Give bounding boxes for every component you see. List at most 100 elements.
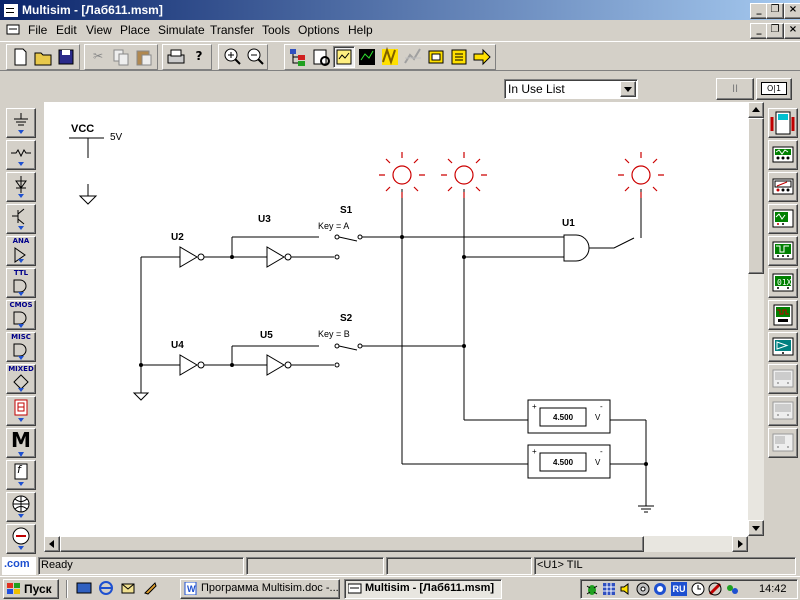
open-folder-icon[interactable]: [32, 46, 54, 68]
menu-help[interactable]: Help: [348, 23, 373, 37]
database-icon[interactable]: [310, 46, 332, 68]
wattmeter-icon[interactable]: [768, 172, 798, 202]
disc-icon[interactable]: [636, 582, 650, 596]
show-desktop-icon[interactable]: [76, 580, 92, 594]
taskbar-item-word-doc[interactable]: W Программа Multisim.doc -...: [180, 579, 340, 599]
quick-launch-icon[interactable]: [142, 580, 157, 595]
messenger-icon[interactable]: [725, 582, 739, 596]
grapher-icon[interactable]: [356, 46, 378, 68]
component-tree-icon[interactable]: [287, 46, 309, 68]
taskbar-item-multisim[interactable]: Multisim - [Лаб611.msm]: [344, 579, 502, 599]
menu-transfer[interactable]: Transfer: [210, 23, 255, 37]
u3-gate: [266, 246, 285, 268]
copy-icon[interactable]: [110, 46, 132, 68]
rf-palette-button[interactable]: [6, 492, 36, 522]
start-button[interactable]: Пуск: [3, 579, 59, 599]
zoom-in-icon[interactable]: [221, 46, 243, 68]
network-icon[interactable]: [653, 582, 667, 596]
menu-options[interactable]: Options: [298, 23, 340, 37]
doc-restore-button[interactable]: ❐: [766, 23, 784, 39]
voltmeter1-display: [539, 407, 587, 427]
word-generator-icon[interactable]: 01X: [768, 268, 798, 298]
misc-digital-palette-button[interactable]: MISC: [6, 332, 36, 362]
voltmeter1-minus: -: [600, 402, 603, 411]
ttl-palette-button[interactable]: TTL: [6, 268, 36, 298]
schematic-canvas[interactable]: VCC 5V U2 U3 S1 Key = A U1 U4 U5 S2 Key …: [44, 102, 748, 536]
word-doc-icon: W: [184, 582, 197, 595]
list-icon[interactable]: [448, 46, 470, 68]
electromechanical-palette-button[interactable]: [6, 524, 36, 554]
paste-icon[interactable]: [133, 46, 155, 68]
menu-edit[interactable]: Edit: [56, 23, 77, 37]
logic-converter-icon[interactable]: [768, 332, 798, 362]
mixed-palette-button[interactable]: MIXED: [6, 364, 36, 394]
mixed-palette-label: MIXED: [8, 365, 34, 373]
analog-palette-button[interactable]: ANA: [6, 236, 36, 266]
bode-plotter-icon[interactable]: [768, 236, 798, 266]
menu-place[interactable]: Place: [120, 23, 151, 37]
cmos-palette-button[interactable]: CMOS: [6, 300, 36, 330]
s2-label: S2: [340, 313, 353, 324]
outlook-express-icon[interactable]: [120, 580, 135, 594]
menu-view[interactable]: View: [86, 23, 112, 37]
basic-palette-button[interactable]: [6, 140, 36, 170]
oscilloscope-icon[interactable]: [768, 204, 798, 234]
waveform-icon[interactable]: [379, 46, 401, 68]
s2-contact-c: [334, 362, 340, 368]
chevron-down-icon[interactable]: [620, 81, 636, 97]
logic-analyzer-icon[interactable]: [768, 300, 798, 330]
multimeter-icon[interactable]: [768, 108, 798, 138]
close-button[interactable]: ×: [784, 3, 800, 19]
cut-icon[interactable]: ✂: [92, 49, 104, 63]
voltmeter1-value: 4.500: [553, 413, 574, 422]
doc-close-button[interactable]: ×: [784, 23, 800, 39]
misc-palette-button[interactable]: M: [6, 428, 36, 458]
new-file-icon[interactable]: [9, 46, 31, 68]
controls-palette-button[interactable]: f: [6, 460, 36, 490]
function-generator-icon[interactable]: [768, 140, 798, 170]
pause-simulation-button[interactable]: II: [716, 78, 754, 100]
simulation-switch-button[interactable]: O|1: [756, 78, 792, 100]
internet-explorer-icon[interactable]: [98, 580, 113, 595]
analysis-icon[interactable]: [402, 46, 424, 68]
antivirus-icon[interactable]: [708, 582, 722, 596]
document-icon[interactable]: [6, 23, 20, 36]
restore-button[interactable]: ❐: [766, 3, 784, 19]
volume-icon[interactable]: [619, 582, 633, 596]
menu-tools[interactable]: Tools: [262, 23, 291, 37]
clock-icon[interactable]: [691, 582, 705, 596]
menu-simulate[interactable]: Simulate: [158, 23, 205, 37]
postprocessor-icon[interactable]: [333, 46, 355, 68]
scroll-right-arrow-icon[interactable]: [732, 536, 748, 552]
doc-minimize-button[interactable]: _: [750, 23, 768, 39]
s2-contact-b: [357, 343, 363, 349]
help-icon[interactable]: ?: [195, 49, 203, 63]
zoom-out-icon[interactable]: [244, 46, 266, 68]
scroll-down-arrow-icon[interactable]: [748, 520, 764, 536]
scroll-left-arrow-icon[interactable]: [44, 536, 60, 552]
menu-file[interactable]: File: [28, 23, 48, 37]
horizontal-scrollbar[interactable]: [44, 536, 748, 552]
indicators-palette-button[interactable]: [6, 396, 36, 426]
spectrum-analyzer-icon[interactable]: [768, 396, 798, 426]
chip-icon[interactable]: [425, 46, 447, 68]
network-analyzer-icon[interactable]: [768, 428, 798, 458]
scroll-up-arrow-icon[interactable]: [748, 102, 764, 118]
horizontal-scroll-thumb[interactable]: [60, 536, 644, 552]
calculator-grid-icon[interactable]: [602, 582, 616, 596]
in-use-list-dropdown[interactable]: In Use List: [504, 79, 638, 99]
cmos-palette-label: CMOS: [9, 301, 33, 309]
electronicsworkbench-link[interactable]: .com: [2, 557, 36, 575]
arrow-right-icon[interactable]: [471, 46, 493, 68]
save-disk-icon[interactable]: [55, 46, 77, 68]
diodes-palette-button[interactable]: [6, 172, 36, 202]
vertical-scroll-thumb[interactable]: [748, 118, 764, 274]
language-indicator[interactable]: RU: [671, 582, 687, 596]
print-icon[interactable]: [165, 46, 187, 68]
u4-gate: [179, 354, 198, 376]
distortion-analyzer-icon[interactable]: [768, 364, 798, 394]
vertical-scrollbar[interactable]: [748, 102, 764, 536]
bug-icon[interactable]: [585, 582, 599, 596]
transistors-palette-button[interactable]: [6, 204, 36, 234]
sources-palette-button[interactable]: [6, 108, 36, 138]
